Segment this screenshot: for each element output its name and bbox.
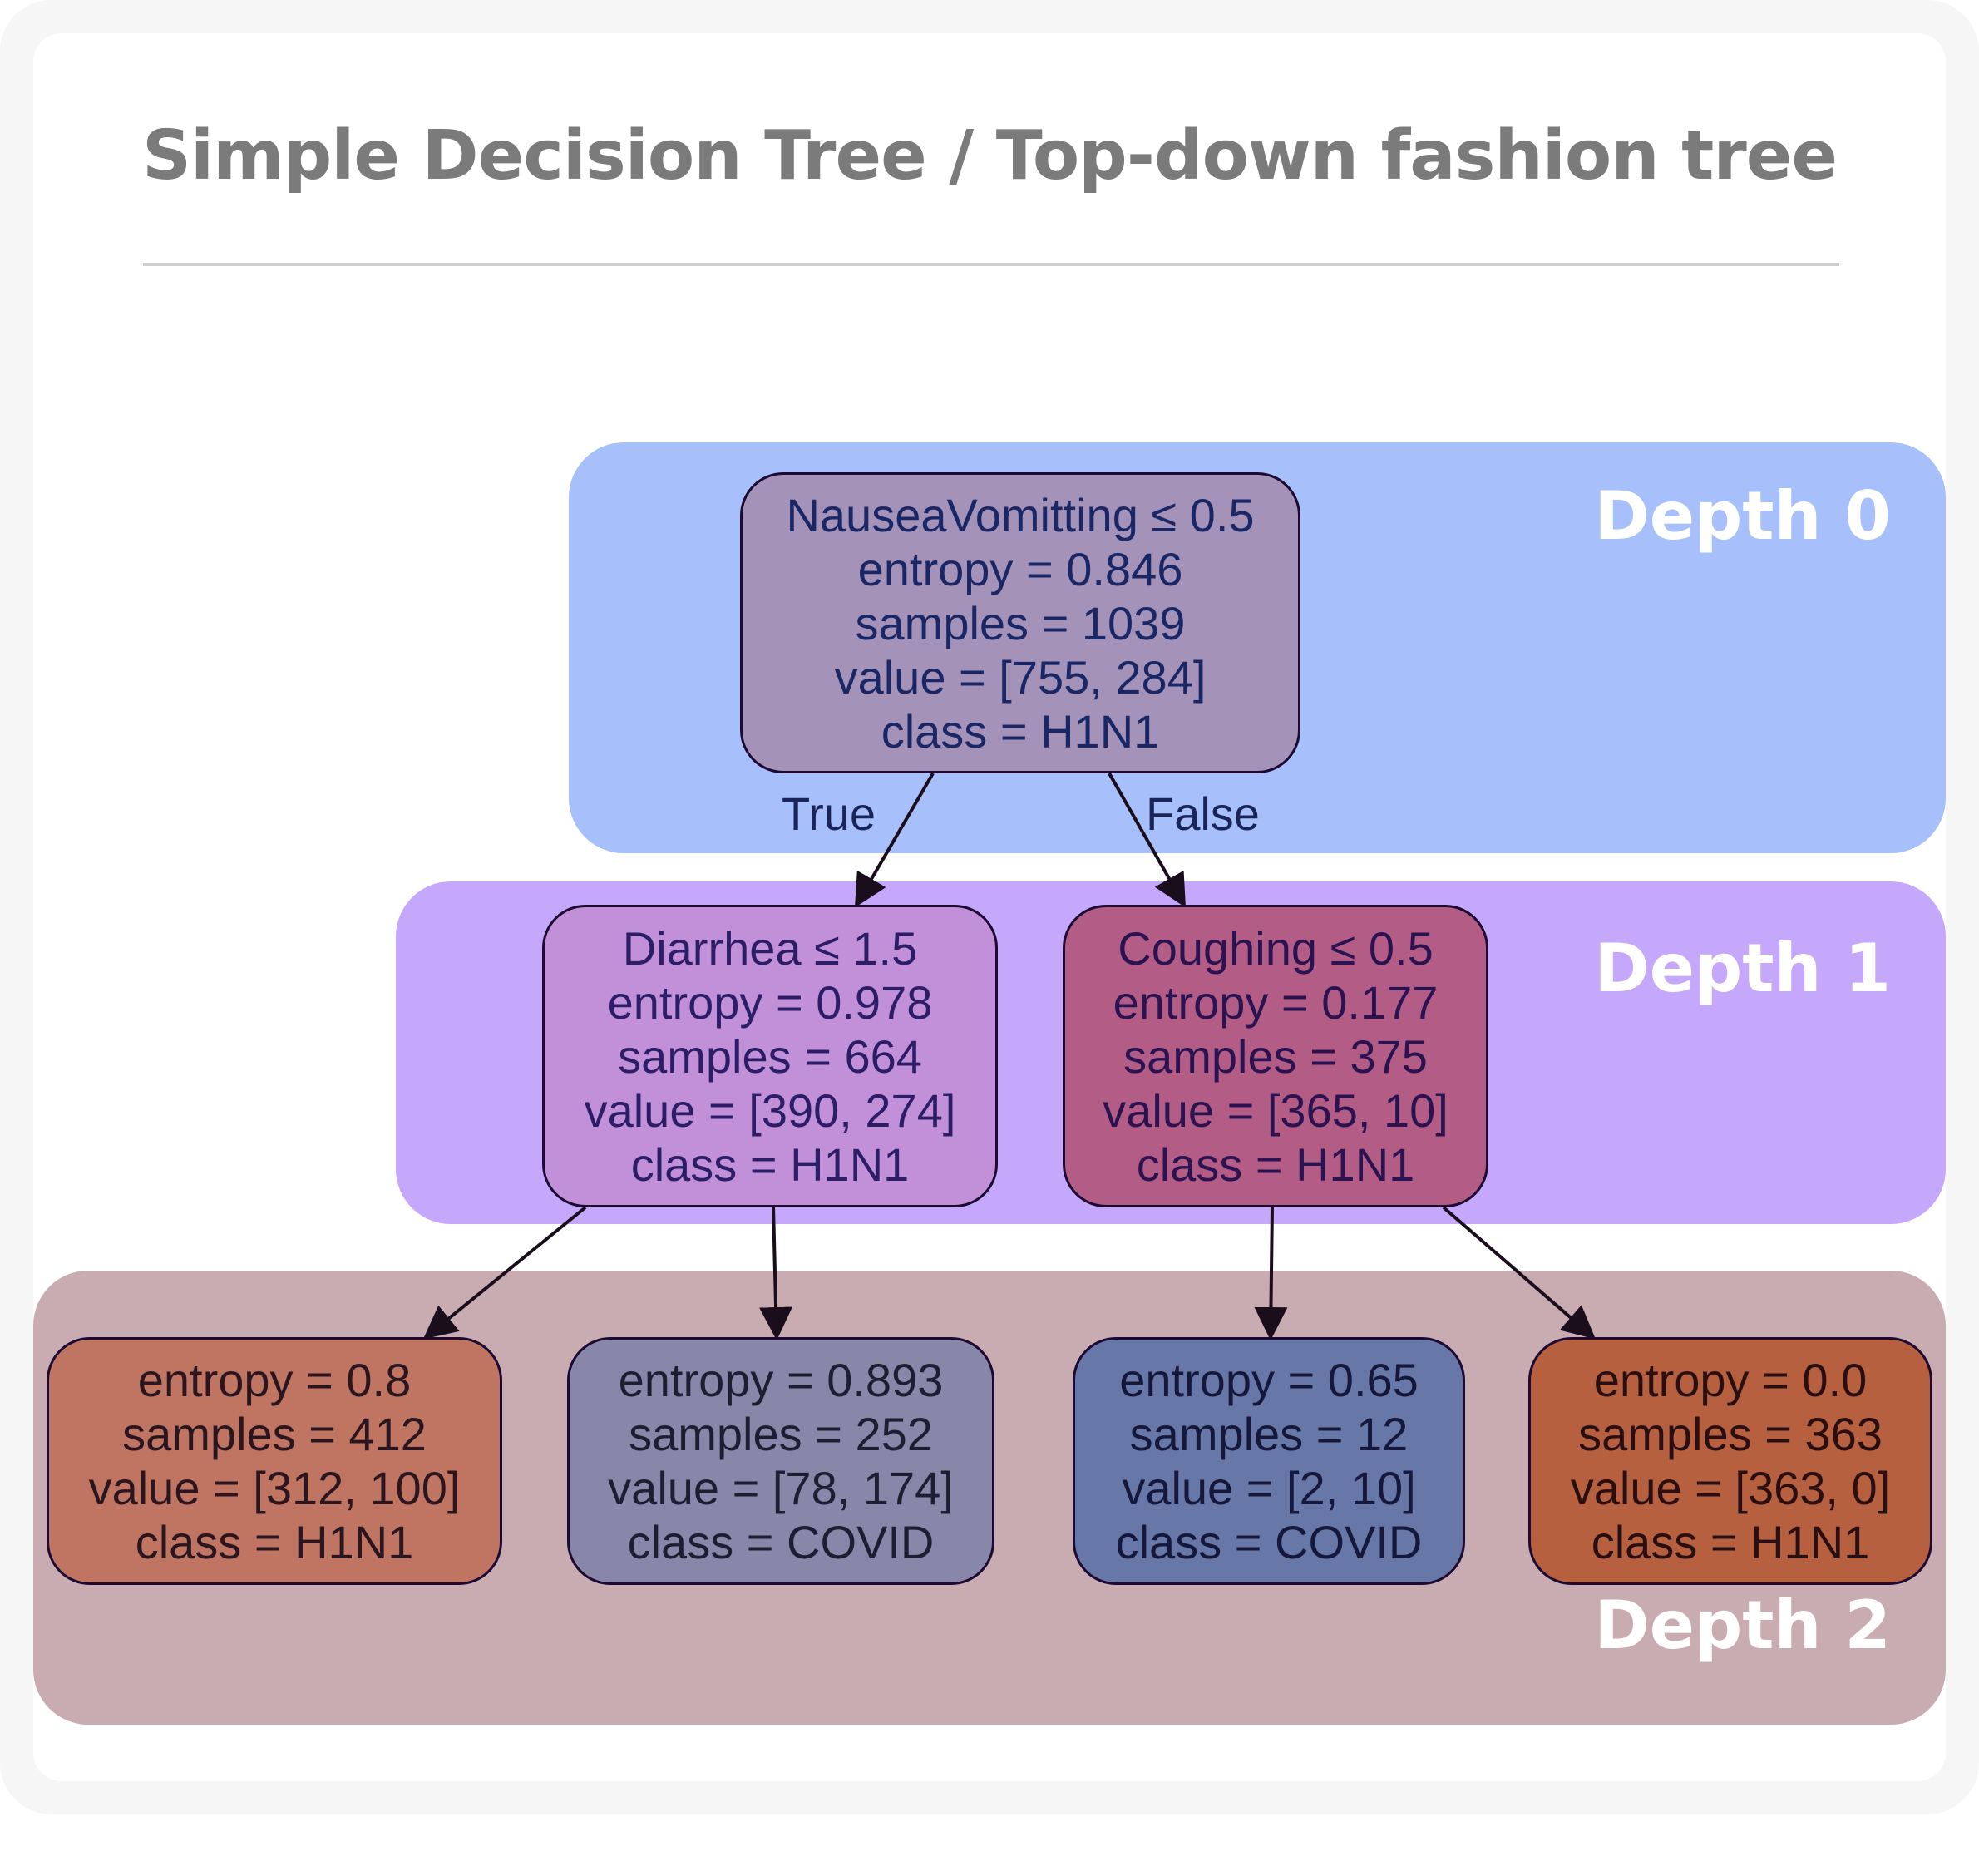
edge-label-false: False <box>1146 787 1260 840</box>
edge-label-true: True <box>782 787 876 840</box>
node-right-left: entropy = 0.65 samples = 12 value = [2, … <box>1073 1337 1465 1585</box>
title-divider <box>143 263 1839 266</box>
node-right-entropy: entropy = 0.177 <box>1113 975 1439 1029</box>
edge-left-leftleft <box>422 1206 587 1340</box>
node-left-right: entropy = 0.893 samples = 252 value = [7… <box>567 1337 994 1585</box>
node-right-split: Coughing ≤ 0.5 <box>1118 921 1434 975</box>
edge-right-rightleft <box>1254 1207 1288 1340</box>
node-left-right-class: class = COVID <box>627 1516 935 1568</box>
node-left-left-samples: samples = 412 <box>122 1408 427 1460</box>
node-left-samples: samples = 664 <box>618 1029 922 1083</box>
depth-label-2: Depth 2 <box>1594 1587 1891 1664</box>
node-left-split: Diarrhea ≤ 1.5 <box>622 921 918 975</box>
page-title: Simple Decision Tree / Top-down fashion … <box>141 116 1838 195</box>
depth-label-1: Depth 1 <box>1594 930 1891 1007</box>
depth-label-0: Depth 0 <box>1594 477 1891 555</box>
node-left-value: value = [390, 274] <box>584 1084 956 1137</box>
node-right-left-entropy: entropy = 0.65 <box>1119 1354 1419 1406</box>
node-left-left: entropy = 0.8 samples = 412 value = [312… <box>47 1337 502 1585</box>
node-right-class: class = H1N1 <box>1136 1138 1415 1191</box>
node-right-samples: samples = 375 <box>1123 1029 1428 1083</box>
node-right: Coughing ≤ 0.5 entropy = 0.177 samples =… <box>1063 905 1488 1207</box>
node-left-left-value: value = [312, 100] <box>88 1462 461 1514</box>
node-left-entropy: entropy = 0.978 <box>607 975 933 1029</box>
node-root-entropy: entropy = 0.846 <box>857 542 1183 595</box>
edge-root-left <box>854 772 935 908</box>
node-right-right-value: value = [363, 0] <box>1570 1462 1891 1514</box>
node-left: Diarrhea ≤ 1.5 entropy = 0.978 samples =… <box>542 905 998 1207</box>
node-left-right-value: value = [78, 174] <box>608 1462 954 1514</box>
edge-root-right <box>1108 773 1186 908</box>
node-left-right-entropy: entropy = 0.893 <box>618 1354 944 1406</box>
node-left-left-entropy: entropy = 0.8 <box>137 1354 412 1406</box>
node-right-value: value = [365, 10] <box>1103 1084 1448 1137</box>
edge-left-leftright <box>759 1207 793 1340</box>
node-right-left-class: class = COVID <box>1115 1516 1423 1568</box>
node-root-class: class = H1N1 <box>881 704 1160 758</box>
node-right-right-class: class = H1N1 <box>1591 1516 1870 1568</box>
node-right-right-samples: samples = 363 <box>1578 1408 1883 1460</box>
node-root: NauseaVomitting ≤ 0.5 entropy = 0.846 sa… <box>740 472 1300 773</box>
node-right-right-entropy: entropy = 0.0 <box>1593 1354 1868 1406</box>
node-left-right-samples: samples = 252 <box>629 1408 933 1460</box>
node-root-value: value = [755, 284] <box>834 650 1207 704</box>
node-right-left-value: value = [2, 10] <box>1122 1462 1416 1514</box>
node-right-right: entropy = 0.0 samples = 363 value = [363… <box>1528 1337 1932 1585</box>
edge-right-rightright <box>1442 1206 1597 1340</box>
node-right-left-samples: samples = 12 <box>1129 1408 1409 1460</box>
node-left-left-class: class = H1N1 <box>135 1516 414 1568</box>
node-root-split: NauseaVomitting ≤ 0.5 <box>786 488 1255 541</box>
node-root-samples: samples = 1039 <box>855 596 1186 649</box>
node-left-class: class = H1N1 <box>630 1138 910 1191</box>
